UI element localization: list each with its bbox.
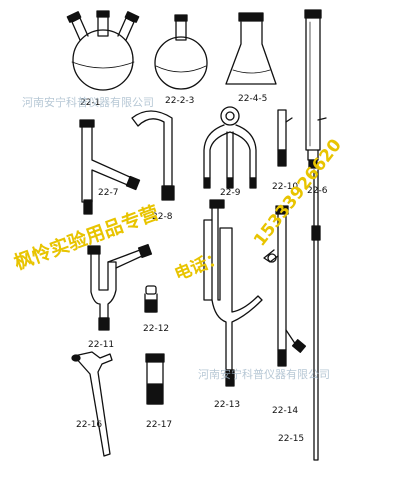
bent-adapter-icon	[131, 110, 175, 201]
joint-adapter-icon	[145, 353, 165, 405]
item-label: 22-16	[76, 420, 103, 430]
distillation-column-icon	[304, 9, 327, 169]
cow-receiver-icon	[203, 106, 257, 189]
item-label: 22-15	[278, 434, 305, 444]
condenser-icon	[263, 205, 307, 367]
item-label: 22-14	[272, 406, 299, 416]
three-neck-flask-icon	[66, 10, 140, 91]
long-tube-icon	[311, 169, 321, 461]
distillation-head-icon	[79, 119, 141, 215]
item-label: 22-13	[214, 400, 241, 410]
item-label: 22-7	[98, 188, 119, 198]
company-watermark: 河南安宁科普仪器有限公司	[198, 368, 330, 381]
item-label: 22-11	[88, 340, 115, 350]
two-neck-adapter-icon	[87, 243, 153, 331]
item-label: 22-10	[272, 182, 299, 192]
item-label: 22-9	[220, 188, 241, 198]
item-label: 22-12	[143, 324, 170, 334]
item-label: 22-2-3	[165, 96, 195, 106]
item-label: 22-1	[80, 98, 101, 108]
soxhlet-extractor-icon	[203, 199, 263, 387]
bent-outlet-tube-icon	[71, 351, 113, 457]
company-watermark: 河南安宁科普仪器有限公司	[22, 96, 154, 109]
round-bottom-flask-icon	[154, 14, 208, 90]
small-adapter-icon	[277, 109, 293, 167]
item-label: 22-17	[146, 420, 173, 430]
stopper-icon	[144, 285, 158, 313]
item-label: 22-6	[307, 186, 328, 196]
conical-flask-icon	[225, 12, 277, 85]
item-label: 22-8	[152, 212, 173, 222]
item-label: 22-4-5	[238, 94, 268, 104]
